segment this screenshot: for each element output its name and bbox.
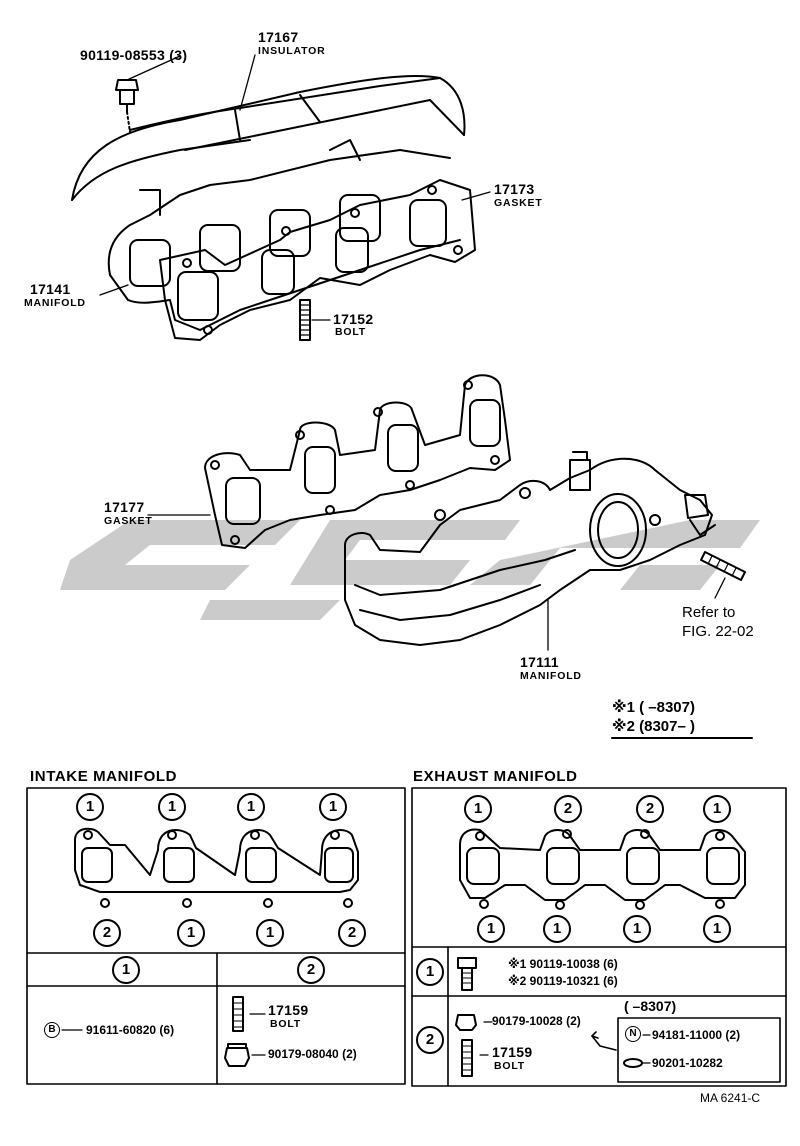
gasket-upper-name: GASKET bbox=[494, 197, 543, 209]
insulator-drawing bbox=[71, 74, 466, 201]
exhaust-nut-icon bbox=[455, 1014, 477, 1031]
intake-nut-icon bbox=[224, 1043, 250, 1067]
stud-bolt-drawing bbox=[299, 299, 311, 341]
exhaust-row2-bolt-name: BOLT bbox=[494, 1060, 525, 1072]
intake-manifold-part-number: 17141 bbox=[30, 281, 71, 297]
exhaust-box-part2: 90201-10282 bbox=[652, 1056, 723, 1070]
insulator-part-number: 17167 bbox=[258, 29, 299, 45]
note-2: ※2 (8307– ) bbox=[612, 718, 695, 735]
intake-manifold-name: MANIFOLD bbox=[24, 297, 86, 309]
exhaust-box-range: ( –8307) bbox=[624, 998, 677, 1014]
insulator-bolt-drawing bbox=[115, 79, 139, 133]
exhaust-manifold-part-number: 17111 bbox=[520, 654, 559, 670]
stud-bolt-name: BOLT bbox=[335, 326, 366, 338]
exhaust-bolt-icon bbox=[457, 957, 477, 991]
intake-section-title: INTAKE MANIFOLD bbox=[30, 768, 178, 785]
exhaust-top-mark-4: 1 bbox=[703, 795, 731, 823]
exhaust-row2-bolt-part-number: 17159 bbox=[492, 1044, 533, 1060]
exhaust-stud-drawing bbox=[700, 551, 746, 581]
exhaust-row2-mark: 2 bbox=[416, 1026, 444, 1054]
exhaust-top-mark-2: 2 bbox=[554, 795, 582, 823]
exhaust-section-title: EXHAUST MANIFOLD bbox=[413, 768, 578, 785]
intake-bottom-mark-3: 1 bbox=[256, 919, 284, 947]
figure-code: MA 6241-C bbox=[700, 1091, 761, 1105]
exhaust-manifold-name: MANIFOLD bbox=[520, 670, 582, 682]
intake-bottom-mark-1: 2 bbox=[93, 919, 121, 947]
intake-bolt-part-number: 17159 bbox=[268, 1002, 309, 1018]
intake-bottom-mark-4: 2 bbox=[338, 919, 366, 947]
exhaust-bottom-mark-2: 1 bbox=[543, 915, 571, 943]
intake-top-mark-1: 1 bbox=[76, 793, 104, 821]
intake-nut-part: 90179-08040 (2) bbox=[268, 1047, 357, 1061]
intake-bottom-mark-2: 1 bbox=[177, 919, 205, 947]
exhaust-gasket-name: GASKET bbox=[104, 515, 153, 527]
intake-stud-icon bbox=[232, 996, 244, 1032]
exhaust-box-part1: 94181-11000 (2) bbox=[652, 1028, 741, 1042]
arrow-icon bbox=[591, 1031, 617, 1051]
exhaust-flange-drawing bbox=[459, 828, 746, 910]
exhaust-gasket-part-number: 17177 bbox=[104, 499, 145, 515]
exhaust-gasket-drawing bbox=[204, 374, 511, 549]
leader-insulator bbox=[239, 54, 256, 111]
leader-gasket-upper bbox=[461, 191, 491, 201]
intake-top-mark-3: 1 bbox=[237, 793, 265, 821]
leader-insulator-bolt bbox=[126, 55, 181, 81]
exhaust-manifold-drawing bbox=[344, 451, 716, 646]
stud-bolt-part-number: 17152 bbox=[333, 311, 374, 327]
intake-flange-drawing bbox=[74, 827, 359, 908]
exhaust-option-box bbox=[617, 1017, 781, 1083]
intake-col1-header: 1 bbox=[112, 956, 140, 984]
exhaust-stud-icon bbox=[461, 1039, 473, 1077]
exhaust-row1-line2: ※2 90119-10321 (6) bbox=[508, 974, 618, 988]
exhaust-box-code-n: N bbox=[625, 1026, 641, 1042]
intake-code-b: B bbox=[44, 1022, 60, 1038]
leader-refer bbox=[714, 577, 726, 599]
exhaust-top-mark-1: 1 bbox=[464, 795, 492, 823]
exhaust-row1-line1: ※1 90119-10038 (6) bbox=[508, 957, 618, 971]
exhaust-table-frame bbox=[411, 787, 787, 1087]
intake-manifold-drawing bbox=[107, 139, 461, 331]
exhaust-bottom-mark-4: 1 bbox=[703, 915, 731, 943]
leader-intake-manifold bbox=[99, 284, 129, 296]
intake-top-mark-4: 1 bbox=[319, 793, 347, 821]
exhaust-row1-mark: 1 bbox=[416, 958, 444, 986]
intake-col2-header: 2 bbox=[297, 956, 325, 984]
exhaust-bottom-mark-1: 1 bbox=[477, 915, 505, 943]
refer-figure-text: FIG. 22-02 bbox=[682, 623, 754, 640]
intake-bolt-name: BOLT bbox=[270, 1018, 301, 1030]
exhaust-bottom-mark-3: 1 bbox=[623, 915, 651, 943]
gasket-upper-part-number: 17173 bbox=[494, 181, 535, 197]
exhaust-row2-nut: 90179-10028 (2) bbox=[492, 1014, 581, 1028]
intake-col1-part: 91611-60820 (6) bbox=[86, 1023, 175, 1037]
intake-top-mark-2: 1 bbox=[158, 793, 186, 821]
upper-gasket-drawing bbox=[159, 179, 476, 341]
intake-table-frame bbox=[26, 787, 406, 1085]
refer-to-text: Refer to bbox=[682, 604, 736, 621]
insulator-name: INSULATOR bbox=[258, 45, 326, 57]
insulator-bolt-label: 90119-08553 (3) bbox=[80, 47, 188, 63]
exhaust-top-mark-3: 2 bbox=[636, 795, 664, 823]
note-1: ※1 ( –8307) bbox=[612, 699, 695, 716]
washer-icon bbox=[623, 1058, 643, 1068]
